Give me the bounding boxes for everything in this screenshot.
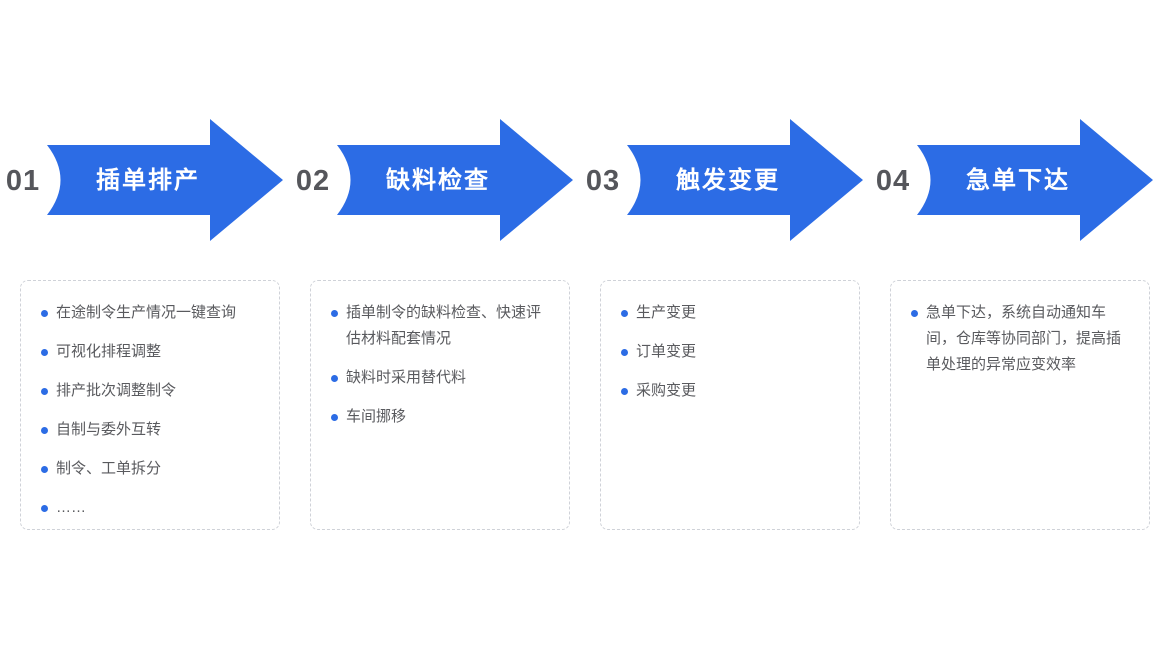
feature-text: 采购变更 [636,382,697,399]
feature-item: 制令、工单拆分 [38,456,265,482]
feature-item: …… [38,495,265,521]
step-column-1: 01 插单排产 在途制令生产情况一键查询可视化排程调整排产批次调整制令自制与委外… [0,0,290,652]
right-arrow-icon [627,119,863,241]
feature-list: 插单制令的缺料检查、快速评估材料配套情况缺料时采用替代料车间挪移 [328,300,555,430]
feature-list: 在途制令生产情况一键查询可视化排程调整排产批次调整制令自制与委外互转制令、工单拆… [38,300,265,521]
feature-item: 急单下达，系统自动通知车间，仓库等协同部门，提高插单处理的异常应变效率 [908,300,1135,378]
bullet-dot-icon [331,375,338,382]
feature-text: 制令、工单拆分 [56,460,162,477]
feature-text: 急单下达，系统自动通知车间，仓库等协同部门，提高插单处理的异常应变效率 [926,304,1122,373]
feature-item: 采购变更 [618,378,845,404]
bullet-dot-icon [41,427,48,434]
feature-item: 插单制令的缺料检查、快速评估材料配套情况 [328,300,555,352]
feature-item: 自制与委外互转 [38,417,265,443]
arrow-banner [337,119,573,241]
arrow-banner [627,119,863,241]
detail-box: 生产变更订单变更采购变更 [600,280,860,530]
feature-list: 生产变更订单变更采购变更 [618,300,845,404]
bullet-dot-icon [331,310,338,317]
feature-item: 缺料时采用替代料 [328,365,555,391]
bullet-dot-icon [621,349,628,356]
detail-box: 急单下达，系统自动通知车间，仓库等协同部门，提高插单处理的异常应变效率 [890,280,1150,530]
feature-text: …… [56,499,86,516]
step-column-4: 04 急单下达 急单下达，系统自动通知车间，仓库等协同部门，提高插单处理的异常应… [870,0,1160,652]
arrow-banner [917,119,1153,241]
feature-text: 插单制令的缺料检查、快速评估材料配套情况 [346,304,542,347]
right-arrow-icon [337,119,573,241]
feature-text: 在途制令生产情况一键查询 [56,304,237,321]
bullet-dot-icon [331,414,338,421]
step-number: 04 [875,165,911,197]
feature-list: 急单下达，系统自动通知车间，仓库等协同部门，提高插单处理的异常应变效率 [908,300,1135,378]
step-number: 03 [585,165,621,197]
bullet-dot-icon [41,388,48,395]
bullet-dot-icon [41,349,48,356]
bullet-dot-icon [621,310,628,317]
step-title: 急单下达 [966,167,1070,194]
step-number: 02 [295,165,331,197]
feature-text: 缺料时采用替代料 [346,369,467,386]
feature-item: 生产变更 [618,300,845,326]
right-arrow-icon [47,119,283,241]
detail-box: 插单制令的缺料检查、快速评估材料配套情况缺料时采用替代料车间挪移 [310,280,570,530]
detail-box: 在途制令生产情况一键查询可视化排程调整排产批次调整制令自制与委外互转制令、工单拆… [20,280,280,530]
feature-text: 生产变更 [636,304,697,321]
feature-text: 可视化排程调整 [56,343,162,360]
step-number: 01 [5,165,41,197]
bullet-dot-icon [41,310,48,317]
bullet-dot-icon [41,505,48,512]
step-title: 缺料检查 [386,167,490,194]
feature-text: 自制与委外互转 [56,421,162,438]
step-column-2: 02 缺料检查 插单制令的缺料检查、快速评估材料配套情况缺料时采用替代料车间挪移 [290,0,580,652]
feature-item: 订单变更 [618,339,845,365]
feature-text: 订单变更 [636,343,697,360]
bullet-dot-icon [621,388,628,395]
feature-item: 车间挪移 [328,404,555,430]
feature-item: 可视化排程调整 [38,339,265,365]
step-title: 插单排产 [96,167,200,194]
right-arrow-icon [917,119,1153,241]
bullet-dot-icon [911,310,918,317]
feature-item: 在途制令生产情况一键查询 [38,300,265,326]
bullet-dot-icon [41,466,48,473]
feature-item: 排产批次调整制令 [38,378,265,404]
step-title: 触发变更 [676,167,780,194]
feature-text: 排产批次调整制令 [56,382,177,399]
feature-text: 车间挪移 [346,408,407,425]
step-column-3: 03 触发变更 生产变更订单变更采购变更 [580,0,870,652]
arrow-banner [47,119,283,241]
